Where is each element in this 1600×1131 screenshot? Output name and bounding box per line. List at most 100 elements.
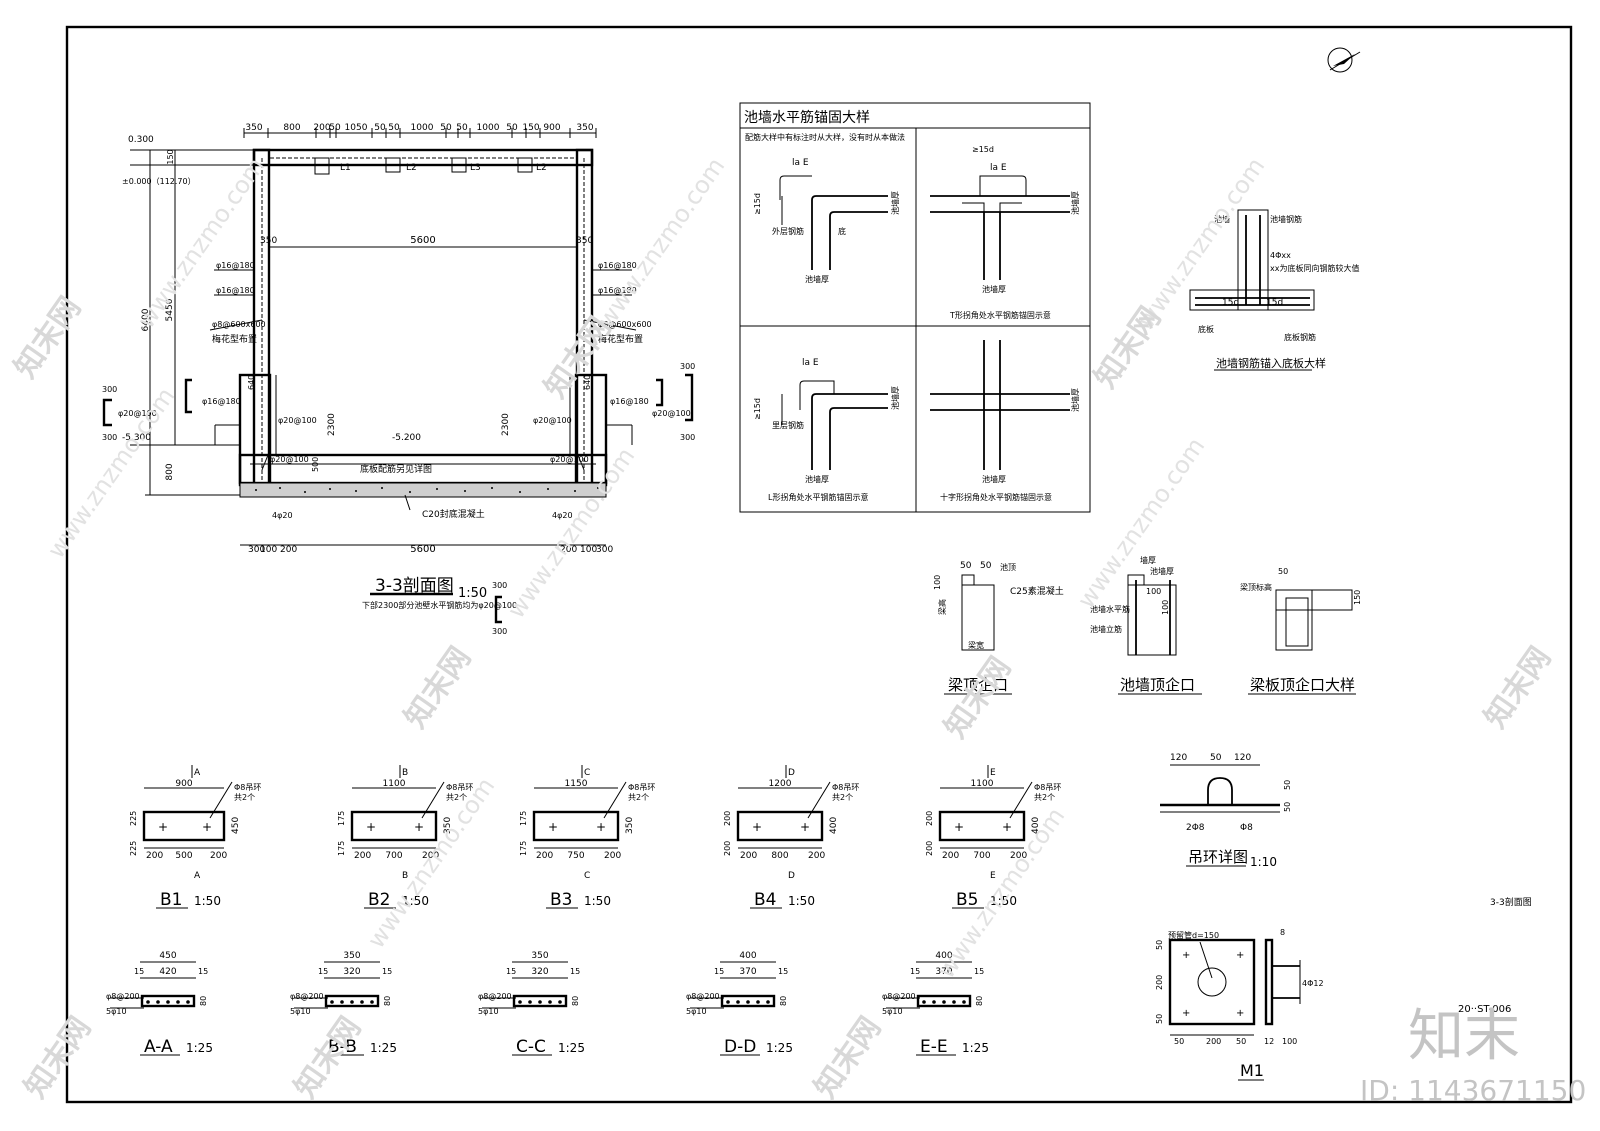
- plate-outline: [938, 810, 1026, 842]
- section-id: D-D: [724, 1037, 756, 1057]
- m1-dim: 200: [1206, 1037, 1221, 1046]
- m1-dim: 50: [1236, 1037, 1246, 1046]
- plate-width: 1150: [565, 779, 588, 789]
- section-d15: 15: [714, 967, 724, 976]
- top-dim: 50: [440, 123, 452, 133]
- section-d15: 15: [570, 967, 580, 976]
- section-total: 400: [935, 951, 952, 961]
- section-d15: 15: [974, 967, 984, 976]
- floor-note: 底板配筋另见详图: [360, 463, 432, 475]
- plate-dim: 200: [808, 851, 825, 861]
- plate-scale: 1:50: [402, 894, 429, 908]
- rebar-dot: [942, 1000, 946, 1004]
- beam-notch-title: 梁顶企口: [948, 676, 1008, 694]
- anchor-l-corner: la E ≥15d 里层钢筋 池墙厚 池墙厚 L形拐角处水平钢筋锚固示意: [753, 358, 900, 502]
- plate-id: B3: [550, 890, 572, 910]
- rebar-label: φ16@180: [216, 261, 255, 270]
- la-label: la E: [802, 358, 819, 368]
- plate-dim: 200: [210, 851, 227, 861]
- wall-notch-detail: 墙厚 池墙厚 100 100 池墙水平筋 池墙立筋 池墙顶企口: [1090, 555, 1202, 695]
- section-r1: φ8@200: [106, 992, 140, 1001]
- ring-note: Φ8吊环: [832, 783, 859, 792]
- rebar-label: 4φ20: [272, 511, 293, 520]
- section-total: 350: [343, 951, 360, 961]
- ring-dim: 50: [1283, 802, 1292, 812]
- section-d15: 15: [134, 967, 144, 976]
- bottom-dim: 100: [260, 545, 277, 555]
- wall-thk: 墙厚: [1140, 555, 1156, 565]
- slab-notch-title: 梁板顶企口大样: [1250, 676, 1355, 694]
- rebar-label: 4φ20: [552, 511, 573, 520]
- wall-thk: 池墙厚: [1070, 388, 1080, 412]
- top-dim: 1000: [477, 123, 500, 133]
- rebar-dot: [350, 1000, 354, 1004]
- top-dim: 350: [576, 123, 593, 133]
- plate-dim: 200: [942, 851, 959, 861]
- plate-dim: 700: [385, 851, 402, 861]
- rebar-dot: [166, 1000, 170, 1004]
- rebar-dot: [726, 1000, 730, 1004]
- plate-dim: 200: [604, 851, 621, 861]
- dim-640: 640: [583, 375, 592, 390]
- plate-dim: 700: [973, 851, 990, 861]
- cut-dim: 300: [492, 627, 507, 636]
- section-r1: φ8@200: [290, 992, 324, 1001]
- cut-label: C: [584, 768, 590, 778]
- dim-350: 350: [260, 236, 277, 246]
- wall-thk: 池墙厚: [982, 284, 1006, 294]
- cross-icon: +: [158, 820, 168, 834]
- vert: 池墙立筋: [1090, 624, 1122, 634]
- rebar-dot: [746, 1000, 750, 1004]
- bottom-dim: 300: [596, 545, 613, 555]
- watermark-site: www.znzmo.com: [502, 443, 640, 624]
- plate-outline: [532, 810, 620, 842]
- rebar-dot: [186, 1000, 190, 1004]
- ge15d: ≥15d: [753, 193, 762, 215]
- lifting-ring-detail: 120 50 120 50 50 2Φ8 Φ8 吊环详图 1:10: [1160, 753, 1292, 869]
- cut-label: E: [990, 871, 996, 881]
- section-inner: 420: [159, 967, 176, 977]
- ring-bar2: Φ8: [1240, 823, 1253, 833]
- plum-label: 梅花型布置: [212, 333, 257, 345]
- plate-dim: 750: [567, 851, 584, 861]
- plate-height: 450: [231, 817, 241, 834]
- d50: 50: [980, 561, 992, 571]
- m1-rebar: 4Φ12: [1302, 979, 1324, 988]
- lifting-title: 吊环详图: [1188, 848, 1248, 866]
- cross-icon: +: [366, 820, 376, 834]
- plate-id: B5: [956, 890, 978, 910]
- section-outline: [512, 994, 568, 1008]
- section-d15: 15: [506, 967, 516, 976]
- top-dim: 800: [283, 123, 300, 133]
- top-dimension-ticks: [243, 128, 597, 138]
- ring-dim: 50: [1210, 753, 1222, 763]
- cross-icon: +: [1002, 820, 1012, 834]
- section-note: 下部2300部分池壁水平钢筋均为φ20@100: [362, 600, 517, 610]
- plate-dim: 500: [175, 851, 192, 861]
- cut-label: D: [788, 768, 795, 778]
- section-h: 80: [571, 996, 580, 1006]
- section-inner: 370: [935, 967, 952, 977]
- slab-notch-detail: 梁顶标高 50 150 梁板顶企口大样: [1240, 567, 1362, 695]
- section-total: 450: [159, 951, 176, 961]
- ring-bar1: 2Φ8: [1186, 823, 1205, 833]
- watermark-logo: 知末: [1408, 1004, 1520, 1069]
- d100: 100: [1146, 587, 1161, 596]
- wall-thk: 池墙厚: [805, 274, 829, 284]
- watermark-brand: 知末网: [1088, 301, 1168, 395]
- section-title: 3-3剖面图: [375, 576, 454, 596]
- wall-thk2: 池墙厚: [1150, 566, 1174, 576]
- m1-dim: 50: [1174, 1037, 1184, 1046]
- watermark-brand: 知末网: [938, 651, 1018, 745]
- beam: [517, 157, 533, 173]
- watermark-brand: 知末网: [8, 291, 88, 385]
- plate-outline: [736, 810, 824, 842]
- d15: 15d: [1266, 298, 1283, 308]
- anchor-t-junction: la E ≥15d 池墙厚 池墙厚 T形拐角处水平钢筋锚固示意: [930, 145, 1080, 320]
- anchor-note: 配筋大样中有标注时从大样，没有时从本做法: [745, 132, 905, 142]
- section-r2: 5φ10: [882, 1007, 903, 1016]
- plate-height: 400: [1031, 817, 1041, 834]
